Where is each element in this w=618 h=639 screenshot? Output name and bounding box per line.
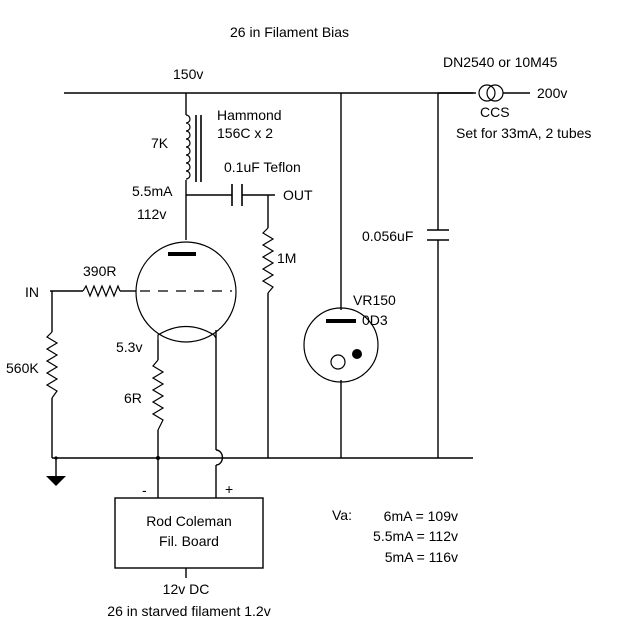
- ccs-part-label: DN2540 or 10M45: [443, 54, 558, 70]
- input-label: IN: [25, 284, 39, 300]
- load-resistor: [261, 227, 275, 294]
- regulator-name-label: VR150: [353, 292, 396, 308]
- coupling-capacitor: [231, 184, 243, 206]
- triode-tube: [135, 241, 237, 343]
- va-row: 5mA = 116v: [385, 549, 458, 565]
- filament-resistor-label: 6R: [124, 390, 142, 406]
- regulator-tube: [303, 307, 379, 383]
- diagram-title: 26 in Filament Bias: [230, 24, 349, 40]
- board-line1-label: Rod Coleman: [146, 513, 232, 529]
- choke-make-label: Hammond: [217, 107, 282, 123]
- load-resistor-label: 1M: [277, 250, 296, 266]
- board-note-label: 26 in starved filament 1.2v: [107, 603, 270, 619]
- board-minus-label: -: [142, 482, 147, 498]
- choke-impedance-label: 7K: [151, 135, 169, 151]
- filament-board-box: [114, 497, 264, 569]
- board-supply-label: 12v DC: [163, 581, 210, 597]
- grid-resistor-label: 390R: [83, 263, 116, 279]
- plate-current-label: 5.5mA: [132, 183, 173, 199]
- bypass-capacitor: [427, 229, 449, 241]
- ccs-symbol: [478, 84, 504, 102]
- plate-voltage-label: 112v: [137, 206, 166, 222]
- filament-voltage-label: 5.3v: [116, 339, 142, 355]
- va-row: 5.5mA = 112v: [373, 528, 458, 544]
- ccs-note-label: Set for 33mA, 2 tubes: [456, 125, 591, 141]
- filament-resistor: [151, 359, 165, 431]
- va-row: 6mA = 109v: [384, 508, 458, 524]
- board-plus-label: +: [225, 481, 233, 497]
- va-label: Va:: [332, 507, 352, 523]
- rail-voltage-label: 150v: [173, 66, 203, 82]
- ground-symbol: [46, 476, 66, 486]
- board-line2-label: Fil. Board: [159, 533, 219, 549]
- choke-model-label: 156C x 2: [217, 125, 273, 141]
- wiring: [50, 92, 530, 578]
- input-resistor-label: 560K: [6, 360, 39, 376]
- ground-junction-dot: [156, 456, 160, 460]
- regulator-alt-label: 0D3: [362, 312, 388, 328]
- choke-inductor: [185, 114, 202, 182]
- coupling-cap-label: 0.1uF Teflon: [224, 159, 301, 175]
- bypass-cap-label: 0.056uF: [362, 228, 413, 244]
- output-label: OUT: [283, 187, 313, 203]
- ccs-supply-label: 200v: [537, 85, 567, 101]
- input-resistor: [45, 331, 59, 399]
- ccs-label: CCS: [480, 104, 510, 120]
- grid-resistor: [82, 284, 121, 298]
